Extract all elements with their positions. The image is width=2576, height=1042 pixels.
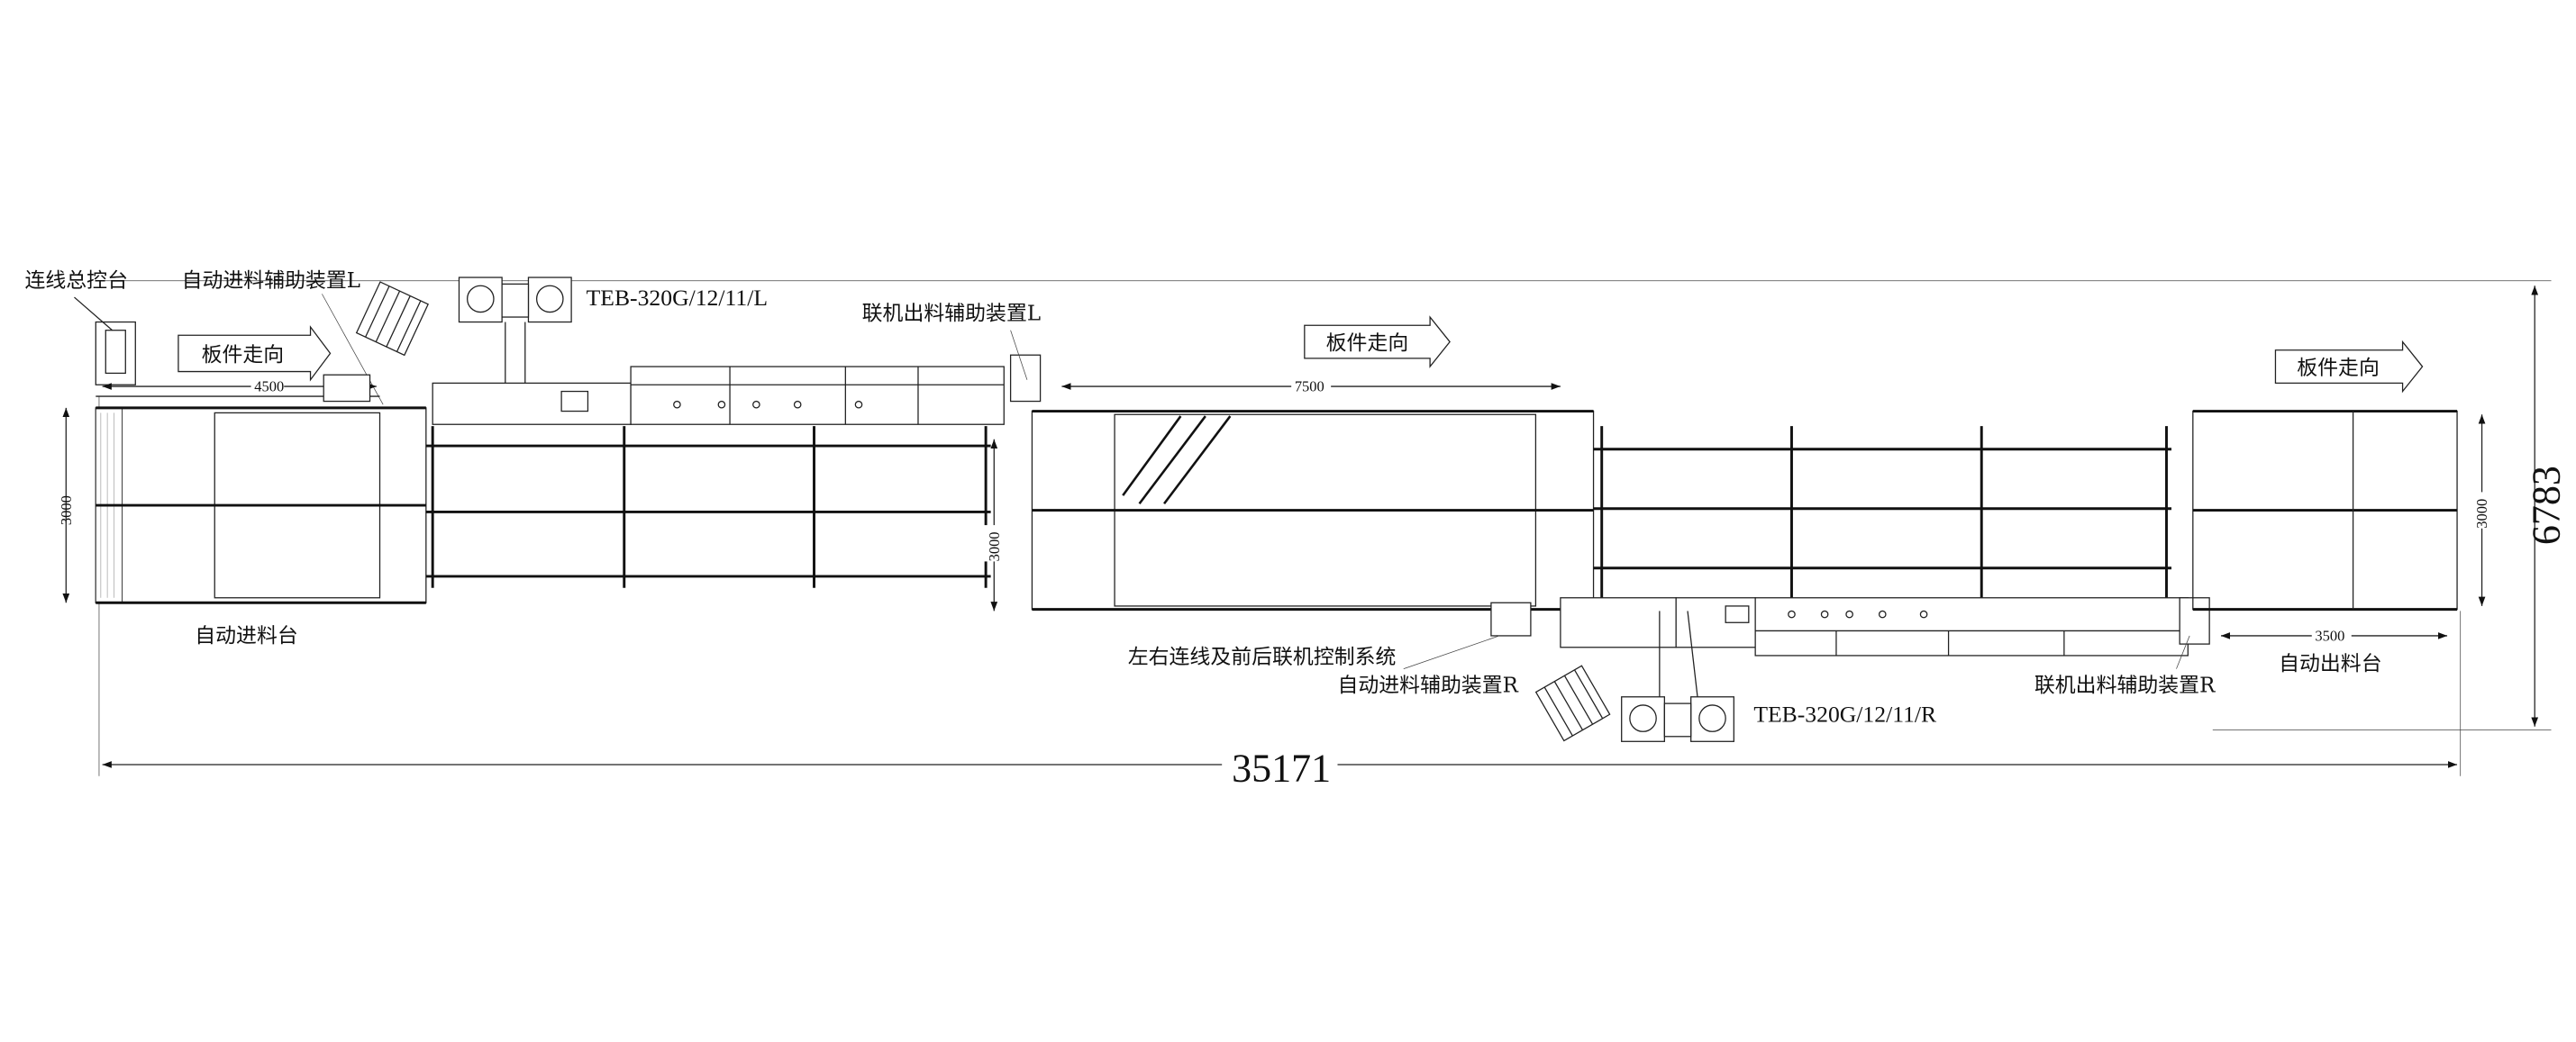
- svg-text:板件走向: 板件走向: [202, 344, 285, 367]
- support-frame-l: [425, 426, 991, 588]
- flow-direction-arrow-1: 板件走向: [177, 325, 332, 382]
- outfeed-aux-l-label: 联机出料辅助装置L: [862, 303, 1041, 326]
- auto-feed-table-label: 自动进料台: [195, 624, 298, 648]
- support-frame-r: [1593, 426, 2171, 598]
- machine-l: [432, 276, 1042, 425]
- middle-transfer-table: [1031, 410, 1595, 612]
- flow-direction-arrow-3: 板件走向: [2274, 340, 2424, 394]
- feed-table-width-label: 3000: [58, 495, 75, 525]
- auto-outfeed-table: [2192, 410, 2458, 612]
- auto-feed-aux-l-label: 自动进料辅助装置L: [182, 269, 360, 293]
- auto-outfeed-table-label: 自动出料台: [2279, 652, 2382, 675]
- master-console: [74, 296, 136, 385]
- flow-direction-arrow-2: 板件走向: [1304, 315, 1451, 368]
- auto-feed-table: [95, 395, 427, 604]
- svg-text:板件走向: 板件走向: [1326, 332, 1409, 356]
- control-system-label: 左右连线及前后联机控制系统: [1128, 646, 1397, 669]
- machine-r: [1560, 597, 2210, 742]
- middle-table-width-label: 3000: [986, 531, 1003, 561]
- svg-text:板件走向: 板件走向: [2297, 357, 2380, 380]
- machine-r-model: TEB-320G/12/11/R: [1753, 701, 1937, 727]
- outfeed-table-width-label: 3000: [2473, 499, 2490, 529]
- machine-l-model: TEB-320G/12/11/L: [587, 285, 768, 311]
- auto-feed-aux-r-label: 自动进料辅助装置R: [1337, 674, 1518, 697]
- total-width-label: 6783: [2525, 466, 2569, 545]
- master-console-label: 连线总控台: [24, 269, 128, 293]
- total-length-label: 35171: [1232, 746, 1331, 790]
- outfeed-table-length-label: 3500: [2315, 627, 2344, 644]
- control-system-cabinet: [1490, 602, 1532, 637]
- auto-feed-aux-r: [1534, 665, 1611, 742]
- auto-feed-aux-l: [355, 281, 430, 357]
- middle-table-length-label: 7500: [1295, 378, 1324, 395]
- outfeed-aux-r-label: 联机出料辅助装置R: [2034, 674, 2216, 697]
- feed-table-length-label: 4500: [254, 378, 284, 395]
